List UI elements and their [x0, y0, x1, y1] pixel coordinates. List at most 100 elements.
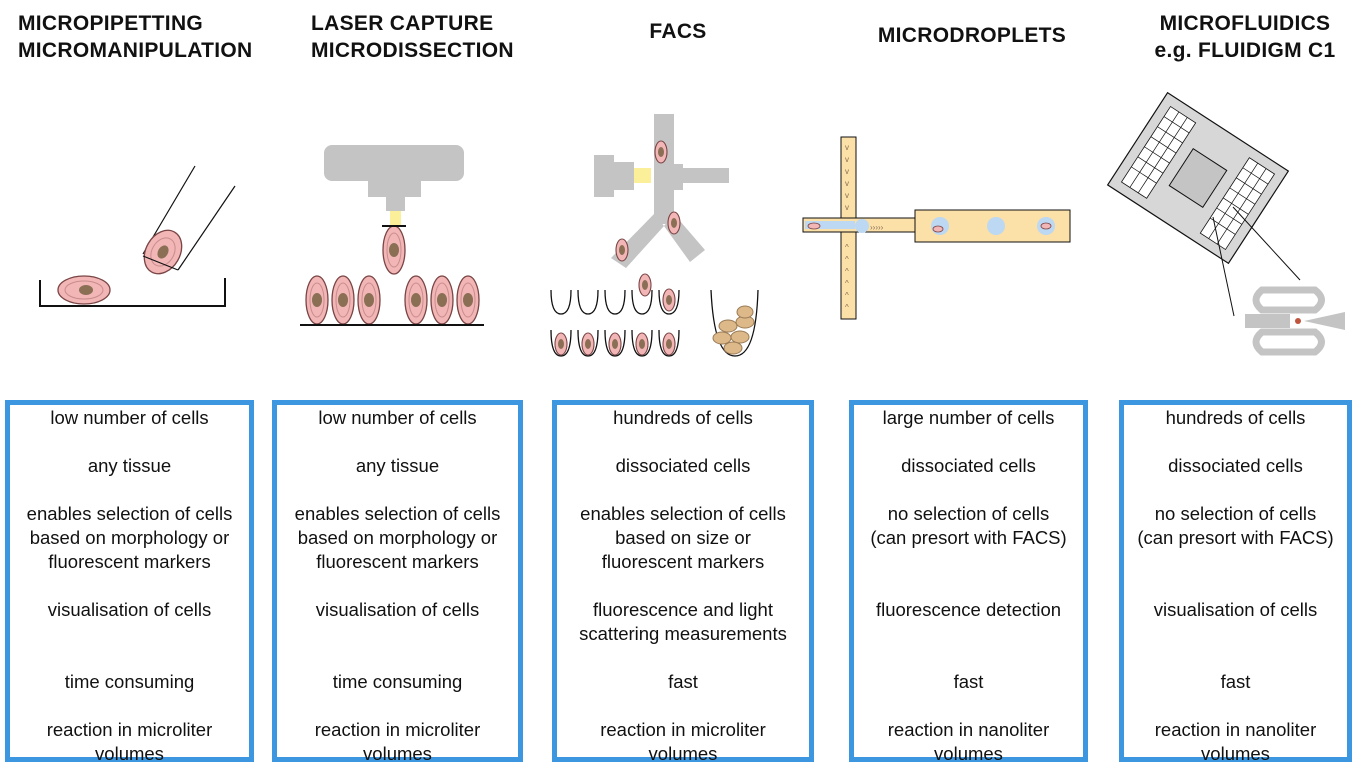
property-line: volumes [1201, 743, 1270, 764]
properties-panel-microfluidics: hundreds of cells dissociated cells no s… [1119, 400, 1352, 764]
svg-text:v: v [845, 167, 849, 176]
property-detection: visualisation of cells [1114, 598, 1357, 622]
property-detection: fluorescence detection [844, 598, 1093, 622]
title-laser-capture: LASER CAPTURE MICRODISSECTION [311, 10, 514, 64]
property-line: dissociated cells [615, 455, 751, 476]
svg-text:v: v [845, 179, 849, 188]
property-line: volumes [648, 743, 718, 764]
properties-panel-facs: hundreds of cells dissociated cells enab… [552, 400, 814, 764]
property-line: fluorescence and light [593, 599, 773, 620]
microfluidics-chip-illustration [1106, 91, 1345, 356]
property-line: based on morphology or [297, 527, 498, 548]
property-line: no selection of cells [1154, 503, 1317, 524]
property-line: hundreds of cells [613, 407, 753, 428]
property-line: fast [953, 671, 984, 692]
property-line: enables selection of cells [580, 503, 786, 524]
svg-text:^: ^ [845, 279, 849, 288]
property-line: any tissue [87, 455, 172, 476]
property-cell-count: large number of cells [844, 406, 1093, 430]
property-line: dissociated cells [1168, 455, 1303, 476]
property-line: enables selection of cells [26, 503, 233, 524]
property-line: dissociated cells [901, 455, 1036, 476]
property-reaction-volume: reaction in microliter volumes [0, 718, 259, 766]
svg-text:v: v [845, 203, 849, 212]
svg-text:›››››: ››››› [870, 223, 884, 232]
property-line: reaction in microliter [314, 719, 481, 740]
svg-text:^: ^ [845, 267, 849, 276]
method-illustrations: vvv vvv ^^^ ^^^ ››››› [39, 91, 1345, 357]
property-line: time consuming [332, 671, 463, 692]
svg-text:v: v [845, 143, 849, 152]
property-speed: fast [547, 670, 819, 694]
property-line: hundreds of cells [1165, 407, 1306, 428]
property-line: reaction in microliter [46, 719, 213, 740]
title-line: e.g. FLUIDIGM C1 [1154, 39, 1336, 62]
svg-text:^: ^ [845, 243, 849, 252]
property-reaction-volume: reaction in microliter volumes [547, 718, 819, 766]
title-line: LASER CAPTURE [311, 12, 494, 35]
title-line: MICROFLUIDICS [1159, 12, 1331, 35]
property-tissue: dissociated cells [844, 454, 1093, 478]
property-line: enables selection of cells [294, 503, 501, 524]
svg-text:^: ^ [845, 291, 849, 300]
property-line: fluorescent markers [601, 551, 765, 572]
property-line: based on size or [615, 527, 751, 548]
property-line: reaction in microliter [600, 719, 766, 740]
property-selection: enables selection of cells based on morp… [267, 502, 528, 574]
property-speed: fast [1114, 670, 1357, 694]
svg-text:v: v [845, 191, 849, 200]
property-line: volumes [934, 743, 1003, 764]
property-reaction-volume: reaction in nanoliter volumes [844, 718, 1093, 766]
property-line: scattering measurements [579, 623, 787, 644]
title-line: MICROPIPETTING [18, 12, 204, 35]
property-cell-count: hundreds of cells [547, 406, 819, 430]
property-line: fluorescence detection [875, 599, 1062, 620]
property-speed: time consuming [0, 670, 259, 694]
property-line: visualisation of cells [1153, 599, 1318, 620]
properties-panel-laser-capture: low number of cells any tissue enables s… [272, 400, 523, 764]
property-line: fast [668, 671, 698, 692]
property-detection: visualisation of cells [0, 598, 259, 622]
property-selection: enables selection of cells based on size… [547, 502, 819, 574]
property-line: visualisation of cells [315, 599, 480, 620]
property-reaction-volume: reaction in microliter volumes [267, 718, 528, 766]
facs-illustration [550, 114, 759, 357]
title-line: MICRODROPLETS [877, 24, 1067, 47]
title-micropipetting: MICROPIPETTING MICROMANIPULATION [18, 10, 253, 64]
property-cell-count: low number of cells [0, 406, 259, 430]
title-microfluidics: MICROFLUIDICS e.g. FLUIDIGM C1 [1140, 10, 1350, 64]
property-speed: time consuming [267, 670, 528, 694]
property-tissue: dissociated cells [1114, 454, 1357, 478]
property-line: fluorescent markers [316, 551, 479, 572]
property-line: (can presort with FACS) [1137, 527, 1334, 548]
property-line: volumes [95, 743, 164, 764]
property-line: fluorescent markers [48, 551, 211, 572]
property-tissue: any tissue [267, 454, 528, 478]
svg-text:^: ^ [845, 303, 849, 312]
title-line: FACS [649, 20, 707, 43]
title-facs: FACS [628, 18, 728, 45]
title-line: MICRODISSECTION [311, 39, 514, 62]
property-line: no selection of cells [887, 503, 1050, 524]
title-line: MICROMANIPULATION [18, 39, 253, 62]
svg-text:^: ^ [845, 255, 849, 264]
property-detection: fluorescence and light scattering measur… [547, 598, 819, 646]
property-detection: visualisation of cells [267, 598, 528, 622]
property-line: volumes [363, 743, 432, 764]
microdroplets-illustration: vvv vvv ^^^ ^^^ ››››› [802, 136, 1071, 320]
property-tissue: dissociated cells [547, 454, 819, 478]
property-selection: enables selection of cells based on morp… [0, 502, 259, 574]
property-line: low number of cells [318, 407, 477, 428]
property-speed: fast [844, 670, 1093, 694]
property-line: visualisation of cells [47, 599, 212, 620]
property-line: reaction in nanoliter [1154, 719, 1317, 740]
property-line: fast [1220, 671, 1251, 692]
property-line: large number of cells [882, 407, 1055, 428]
property-line: low number of cells [50, 407, 209, 428]
properties-panel-microdroplets: large number of cells dissociated cells … [849, 400, 1088, 764]
property-reaction-volume: reaction in nanoliter volumes [1114, 718, 1357, 766]
property-cell-count: hundreds of cells [1114, 406, 1357, 430]
property-line: (can presort with FACS) [870, 527, 1067, 548]
title-microdroplets: MICRODROPLETS [862, 22, 1082, 49]
property-selection: no selection of cells (can presort with … [1114, 502, 1357, 550]
